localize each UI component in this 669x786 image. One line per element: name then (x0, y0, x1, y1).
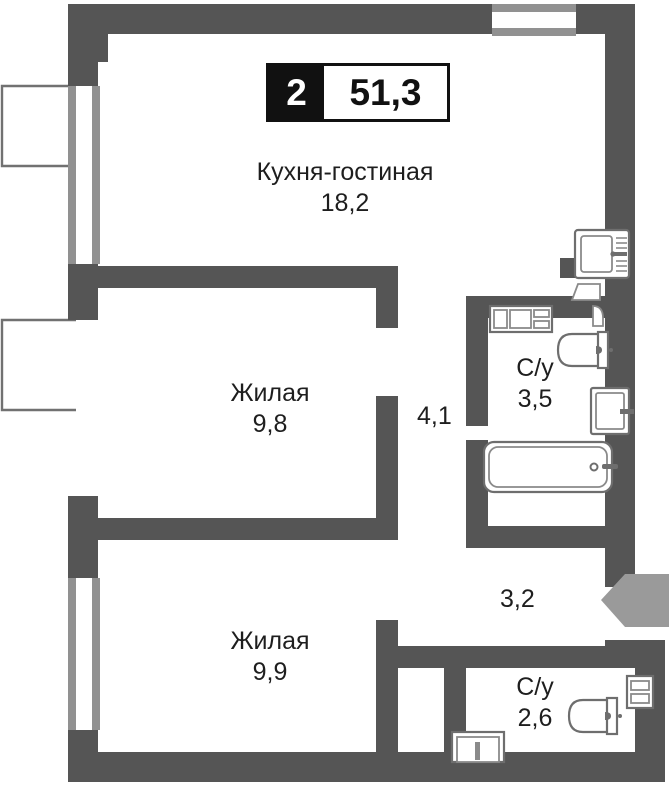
room-count-value: 2 (269, 66, 324, 119)
exterior-walls (68, 4, 665, 782)
toilet-icon-wc (567, 696, 622, 736)
interior-walls (90, 34, 626, 754)
window-top (492, 4, 576, 36)
balcony-upper (0, 84, 76, 168)
bathtub-icon (482, 440, 618, 494)
total-area-value: 51,3 (324, 66, 447, 119)
window-left-upper (68, 86, 100, 264)
entrance-direction-arrow (601, 574, 669, 627)
toilet-icon (556, 330, 613, 370)
room-area-hallway: 3,2 (500, 585, 535, 613)
balcony-lower (0, 318, 76, 412)
washing-machine-icon (488, 304, 554, 334)
washbasin-icon (589, 386, 634, 436)
room-area-corridor: 4,1 (417, 402, 452, 430)
window-left-lower (68, 578, 100, 730)
kitchen-corner-icon (570, 283, 601, 301)
corner-cabinet-icon (592, 305, 604, 327)
riser-pipe-icon (625, 674, 655, 710)
washbasin-hall-icon (450, 730, 506, 764)
apartment-summary-badge: 2 51,3 (266, 63, 450, 122)
kitchen-sink-icon (573, 228, 631, 280)
